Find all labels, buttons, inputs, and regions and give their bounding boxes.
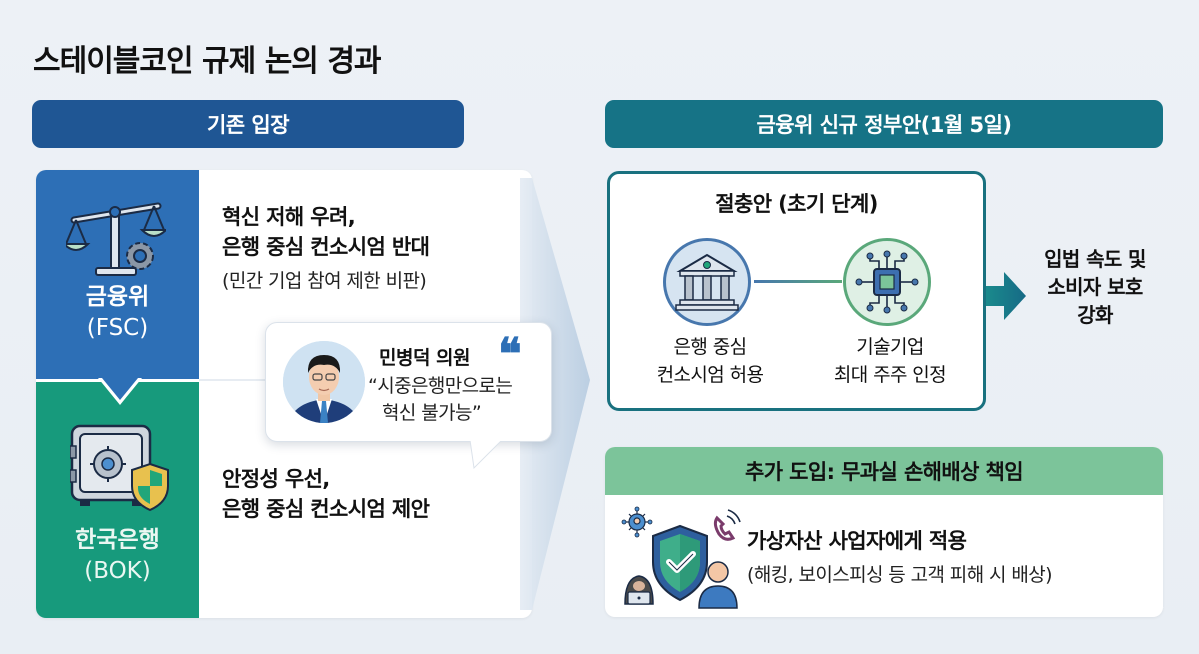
page-title: 스테이블코인 규제 논의 경과 bbox=[33, 44, 382, 79]
bank-node bbox=[663, 238, 751, 326]
tech-node bbox=[843, 238, 931, 326]
quote-mark-icon: ❝ bbox=[498, 329, 522, 380]
quote-text: “시중은행만으로는 혁신 불가능” bbox=[368, 375, 513, 424]
right-arrow-icon bbox=[986, 272, 1026, 320]
new-government-proposal-header: 금융위 신규 정부안(1월 5일) bbox=[605, 100, 1163, 148]
liability-box: 추가 도입: 무과실 손해배상 책임 가상자산 사업자에 bbox=[605, 447, 1163, 617]
compromise-title: 절충안 (초기 단계) bbox=[715, 192, 878, 216]
quote-bubble: 민병덕 의원 ❝ “시중은행만으로는 혁신 불가능” bbox=[265, 322, 552, 442]
fsc-note: (민간 기업 참여 제한 비판) bbox=[222, 270, 427, 292]
sparkle-icon: ✦ bbox=[1150, 598, 1166, 619]
existing-positions-header: 기존 입장 bbox=[32, 100, 464, 148]
tech-node-label: 기술기업 최대 주주 인정 bbox=[833, 336, 947, 386]
politician-portrait-icon bbox=[283, 341, 365, 423]
connector-line bbox=[754, 280, 842, 283]
bok-label: 한국은행 (BOK) bbox=[75, 527, 160, 585]
outcome-text: 입법 속도 및 소비자 보호 강화 bbox=[1044, 247, 1146, 327]
row-divider bbox=[199, 379, 309, 381]
bubble-tail bbox=[470, 440, 504, 470]
compromise-box: 절충안 (초기 단계) bbox=[607, 171, 986, 411]
bank-building-icon bbox=[675, 253, 739, 311]
notch-arrow bbox=[102, 378, 138, 400]
liability-header: 추가 도입: 무과실 손해배상 책임 bbox=[605, 447, 1163, 495]
liability-main-text: 가상자산 사업자에게 적용 bbox=[747, 529, 967, 553]
scale-gear-icon bbox=[66, 202, 166, 276]
shield-check-security-icon bbox=[621, 506, 741, 609]
microchip-icon bbox=[855, 250, 919, 314]
safe-shield-icon bbox=[70, 424, 169, 512]
funnel-arrow-icon bbox=[520, 178, 590, 610]
bank-node-label: 은행 중심 컨소시엄 허용 bbox=[656, 336, 764, 386]
fsc-statement: 혁신 저해 우려, 은행 중심 컨소시엄 반대 bbox=[222, 205, 430, 259]
speaker-name: 민병덕 의원 bbox=[379, 347, 471, 369]
fsc-label: 금융위 (FSC) bbox=[85, 284, 150, 342]
bok-statement: 안정성 우선, 은행 중심 컨소시엄 제안 bbox=[222, 467, 430, 521]
avatar bbox=[283, 341, 365, 423]
liability-detail-text: (해킹, 보이스피싱 등 고객 피해 시 배상) bbox=[747, 564, 1053, 586]
